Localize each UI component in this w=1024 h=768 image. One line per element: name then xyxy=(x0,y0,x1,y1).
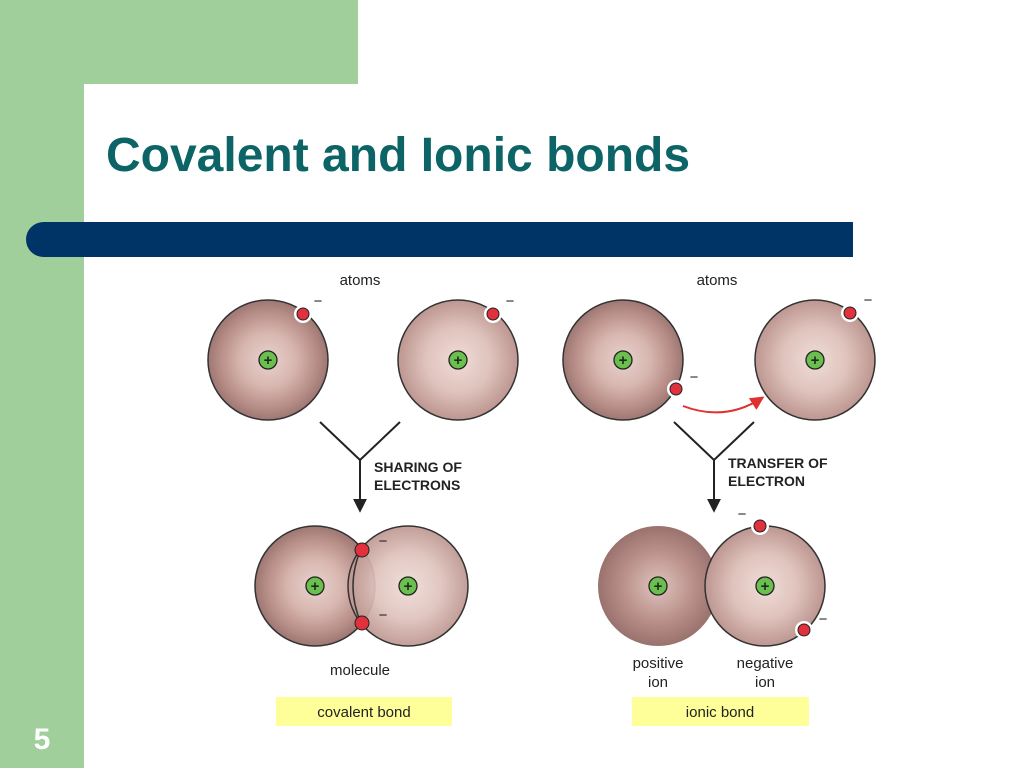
ionic-process-label-2: ELECTRON xyxy=(728,473,805,489)
nucleus-icon: + xyxy=(305,576,325,596)
covalent-bond-caption-box xyxy=(276,697,452,726)
slide-title: Covalent and Ionic bonds xyxy=(106,129,691,182)
left-accent-band xyxy=(0,0,84,768)
svg-text:+: + xyxy=(761,578,770,595)
bonds-diagram: atoms + − + − xyxy=(207,272,876,726)
svg-text:+: + xyxy=(654,578,663,595)
slide-number: 5 xyxy=(33,723,51,756)
electron-icon: − xyxy=(841,292,873,322)
positive-ion-label-2: ion xyxy=(648,674,668,691)
electron-icon: − xyxy=(484,293,515,323)
covalent-atom-2: + − xyxy=(397,293,519,421)
covalent-atom-1: + − xyxy=(207,293,329,421)
electron-icon: − xyxy=(795,611,828,639)
electron-icon: − xyxy=(738,506,769,535)
nucleus-icon: + xyxy=(258,350,278,370)
svg-text:+: + xyxy=(454,352,463,369)
content-panel xyxy=(84,84,1024,768)
svg-text:+: + xyxy=(264,352,273,369)
covalent-molecule: + + − − xyxy=(254,525,469,647)
ionic-bond-caption-box xyxy=(632,697,809,726)
nucleus-icon: + xyxy=(448,350,468,370)
covalent-process-label-2: ELECTRONS xyxy=(374,477,460,493)
electron-transfer-arrow xyxy=(682,396,765,414)
svg-text:−: − xyxy=(506,293,515,310)
negative-ion-label-2: ion xyxy=(755,674,775,691)
shared-electron-icon: − xyxy=(354,607,388,631)
nucleus-icon: + xyxy=(805,350,825,370)
covalent-merge-arrow xyxy=(319,421,401,513)
ionic-merge-arrow xyxy=(673,421,755,513)
covalent-bond-caption: covalent bond xyxy=(317,704,410,721)
ionic-bond-caption: ionic bond xyxy=(686,704,754,721)
molecule-label: molecule xyxy=(330,662,390,679)
svg-text:−: − xyxy=(379,607,388,624)
svg-text:−: − xyxy=(379,533,388,550)
electron-icon: − xyxy=(294,293,323,323)
svg-text:+: + xyxy=(404,578,413,595)
ionic-process-label-1: TRANSFER OF xyxy=(728,455,828,471)
svg-text:−: − xyxy=(819,611,828,628)
svg-text:−: − xyxy=(314,293,323,310)
nucleus-icon: + xyxy=(755,576,775,596)
title-divider-bar xyxy=(26,222,853,257)
svg-text:−: − xyxy=(690,369,699,386)
ionic-atom-2: + − xyxy=(754,292,876,421)
electron-icon: − xyxy=(667,369,699,398)
covalent-atoms-label: atoms xyxy=(340,272,381,289)
positive-ion-label-1: positive xyxy=(633,655,684,672)
negative-ion: + − − xyxy=(704,506,828,647)
svg-text:+: + xyxy=(311,578,320,595)
svg-text:−: − xyxy=(864,292,873,309)
ionic-atom-1: + − xyxy=(562,299,699,421)
svg-text:+: + xyxy=(619,352,628,369)
nucleus-icon: + xyxy=(613,350,633,370)
positive-ion: + xyxy=(598,526,718,646)
nucleus-icon: + xyxy=(648,576,668,596)
shared-electron-icon: − xyxy=(354,533,388,558)
top-accent-band xyxy=(0,0,358,84)
covalent-process-label-1: SHARING OF xyxy=(374,459,462,475)
svg-text:+: + xyxy=(811,352,820,369)
ionic-atoms-label: atoms xyxy=(697,272,738,289)
svg-text:−: − xyxy=(738,506,747,523)
nucleus-icon: + xyxy=(398,576,418,596)
negative-ion-label-1: negative xyxy=(737,655,794,672)
